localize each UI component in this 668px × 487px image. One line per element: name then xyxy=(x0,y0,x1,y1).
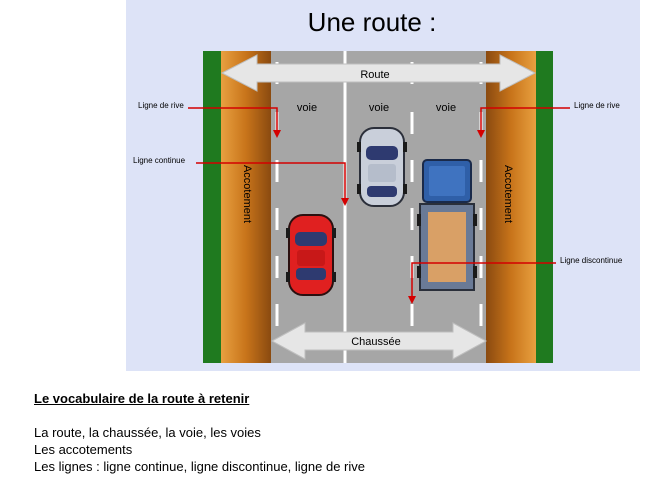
lane-label-right: voie xyxy=(436,102,456,114)
lane-label-middle: voie xyxy=(369,102,389,114)
vocabulary-line: Les lignes : ligne continue, ligne disco… xyxy=(34,459,365,474)
truck xyxy=(417,159,477,291)
grass-right xyxy=(536,51,553,363)
label-continuous-line: Ligne continue xyxy=(133,156,186,165)
grass-left xyxy=(203,51,221,363)
carriageway-arrow xyxy=(270,322,488,360)
carriageway-label: Chaussée xyxy=(351,336,401,348)
pointer-edge-line-left xyxy=(188,107,281,138)
pointer-continuous-line xyxy=(196,162,349,206)
vocabulary-line: La route, la chaussée, la voie, les voie… xyxy=(34,425,261,440)
shoulder-label-left: Accotement xyxy=(241,165,253,223)
route-arrow xyxy=(220,54,537,92)
road-diagram: Une route : Route voie vo xyxy=(126,0,640,371)
vocabulary-caption: Le vocabulaire de la route à retenir La … xyxy=(34,390,634,475)
diagram-title: Une route : xyxy=(308,7,437,37)
red-car xyxy=(286,214,336,296)
shoulder-label-right: Accotement xyxy=(502,165,514,223)
shoulder-right xyxy=(486,51,536,363)
shoulder-left xyxy=(221,51,271,363)
vocabulary-line: Les accotements xyxy=(34,442,133,457)
grey-car xyxy=(357,127,407,207)
lane-label-left: voie xyxy=(297,102,317,114)
route-label: Route xyxy=(360,69,389,81)
vocabulary-heading: Le vocabulaire de la route à retenir xyxy=(34,391,250,406)
label-dashed-line: Ligne discontinue xyxy=(560,256,623,265)
pointer-edge-line-right xyxy=(477,107,570,138)
pointer-dashed-line xyxy=(408,262,556,304)
label-edge-line-right: Ligne de rive xyxy=(574,101,620,110)
label-edge-line-left: Ligne de rive xyxy=(138,101,184,110)
